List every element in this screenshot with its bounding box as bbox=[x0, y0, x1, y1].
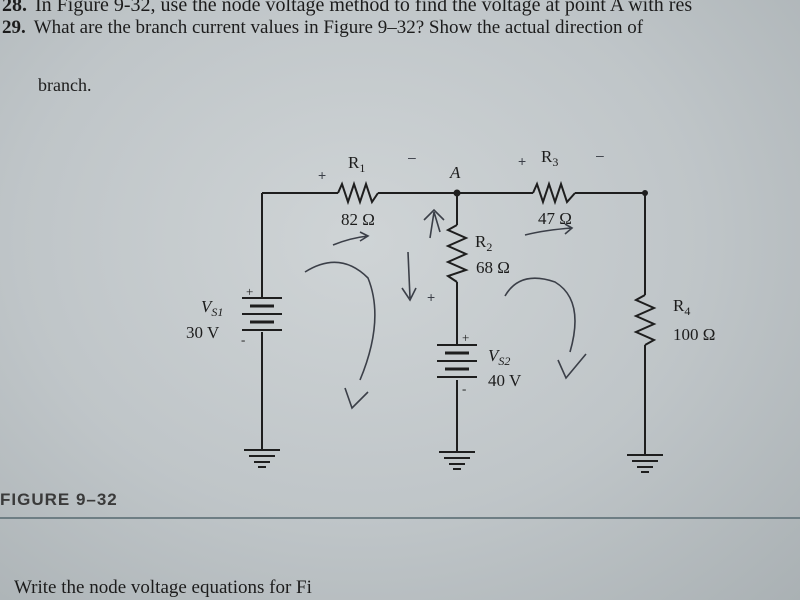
current-arrow-r3 bbox=[524, 223, 574, 236]
vs1-label: VS1 bbox=[201, 297, 223, 319]
r2-resistor bbox=[445, 224, 469, 283]
handwritten-plus-r1: + bbox=[318, 167, 326, 183]
vs2-value: 40 V bbox=[488, 371, 522, 390]
r3-label: R3 bbox=[541, 147, 558, 169]
question-number: 28. bbox=[2, 0, 27, 16]
vs2-label: VS2 bbox=[488, 346, 510, 368]
r2-value: 68 Ω bbox=[476, 258, 510, 277]
r1-value: 82 Ω bbox=[341, 210, 375, 229]
r2-label: R2 bbox=[475, 232, 492, 254]
bottom-question-text: Write the node voltage equations for Fi bbox=[14, 577, 312, 598]
r3-value: 47 Ω bbox=[538, 209, 572, 228]
question-28: 28. In Figure 9-32, use the node voltage … bbox=[2, 0, 692, 17]
ground-symbol-middle bbox=[439, 451, 475, 470]
caption-divider bbox=[0, 517, 800, 519]
vs1-plus: + bbox=[246, 284, 253, 299]
handwritten-plus-r2: + bbox=[427, 289, 435, 305]
mesh-loop-right bbox=[504, 277, 576, 353]
handwritten-minus-r3: – bbox=[596, 147, 604, 163]
vs1-minus: - bbox=[241, 332, 245, 347]
current-arrow-r1 bbox=[332, 231, 370, 246]
vs1-value: 30 V bbox=[186, 323, 220, 342]
handwritten-annotations: + – + – + bbox=[304, 147, 604, 410]
vs2-minus: - bbox=[462, 381, 466, 396]
mesh-loop-left-arrowhead bbox=[344, 387, 369, 410]
r4-label: R4 bbox=[673, 296, 690, 318]
r4-resistor bbox=[633, 294, 657, 346]
mesh-loop-left bbox=[304, 261, 376, 381]
handwritten-minus-r1: – bbox=[408, 149, 416, 165]
question-29: 29. What are the branch current values in… bbox=[2, 17, 643, 39]
question-text: What are the branch current values in Fi… bbox=[33, 17, 644, 38]
figure-caption: FIGURE 9–32 bbox=[0, 490, 118, 509]
r3-resistor bbox=[532, 180, 576, 206]
ground-symbol-left bbox=[244, 449, 280, 468]
up-arrow-near-a bbox=[423, 208, 445, 239]
r1-label: R1 bbox=[348, 153, 365, 175]
r1-resistor bbox=[337, 180, 379, 206]
handwritten-plus-r3: + bbox=[518, 153, 526, 169]
vs2-battery bbox=[437, 344, 477, 378]
question-29-continuation: branch. bbox=[38, 75, 92, 95]
question-text: In Figure 9-32, use the node voltage met… bbox=[35, 0, 693, 16]
vs1-battery bbox=[242, 297, 282, 331]
node-a-label: A bbox=[449, 163, 461, 182]
mesh-loop-right-arrowhead bbox=[557, 353, 587, 380]
down-arrow-r2 bbox=[401, 251, 417, 302]
r4-value: 100 Ω bbox=[673, 325, 715, 344]
vs2-plus: + bbox=[462, 330, 469, 345]
ground-symbol-right bbox=[627, 454, 663, 473]
question-number: 29. bbox=[2, 17, 26, 38]
